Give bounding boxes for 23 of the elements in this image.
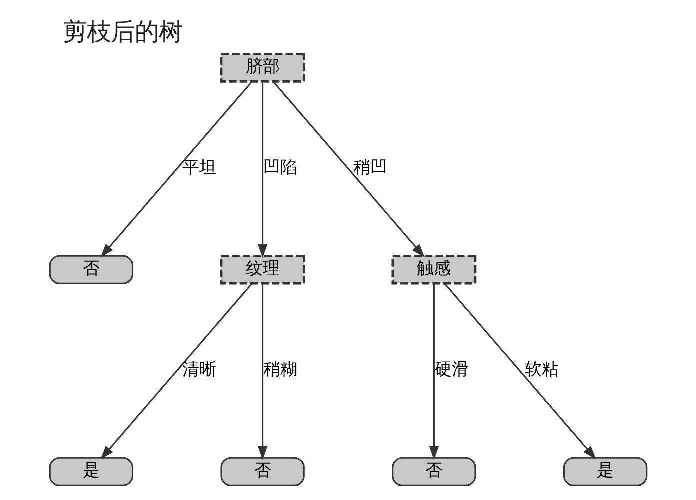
node-box: 是 — [48, 457, 134, 486]
edge-label: 清晰 — [182, 359, 216, 380]
edge-label: 硬滑 — [434, 359, 468, 380]
edge-label: 平坦 — [182, 157, 216, 178]
node-box: 否 — [220, 457, 304, 486]
node-box: 脐部 — [220, 53, 305, 83]
edge-label: 稍糊 — [262, 359, 297, 380]
arrow — [272, 81, 424, 258]
edge-label: 凹陷 — [262, 157, 297, 178]
node-box: 否 — [392, 457, 476, 486]
arrow — [257, 82, 268, 258]
edge-label: 软粘 — [524, 359, 559, 380]
edge-label: 稍凹 — [353, 157, 388, 178]
node-box: 否 — [48, 255, 134, 284]
diagram-title: 剪枝后的树 — [62, 17, 182, 46]
arrow — [428, 284, 439, 460]
arrow — [100, 81, 252, 258]
arrow — [444, 283, 596, 460]
arrow — [257, 284, 268, 460]
node-box: 触感 — [391, 254, 476, 285]
arrow — [100, 283, 252, 460]
node-box: 纹理 — [220, 254, 305, 285]
node-box: 是 — [562, 457, 648, 486]
